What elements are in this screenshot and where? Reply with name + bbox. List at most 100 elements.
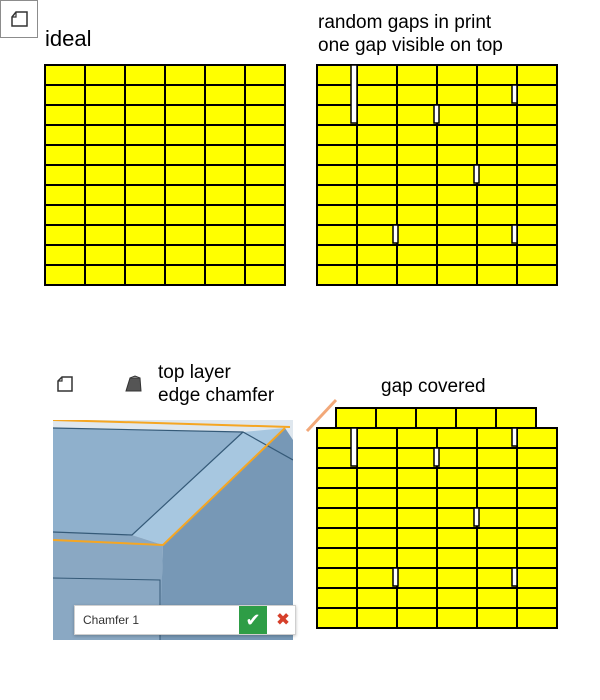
brick <box>436 487 478 509</box>
brick <box>316 507 358 529</box>
brick <box>44 204 86 226</box>
brick <box>436 447 478 469</box>
brick <box>436 427 478 449</box>
brick <box>476 467 518 489</box>
brick <box>396 244 438 266</box>
close-icon: ✖ <box>275 610 291 629</box>
brick <box>244 104 286 126</box>
brick <box>476 184 518 206</box>
brick <box>436 64 478 86</box>
brick <box>316 467 358 489</box>
brick <box>436 467 478 489</box>
brick <box>476 244 518 266</box>
brick <box>44 84 86 106</box>
brick <box>124 124 166 146</box>
chamfer-tool-1-icon[interactable] <box>53 372 77 396</box>
print-gap <box>511 567 518 587</box>
gap-covered-label: gap covered <box>381 376 486 397</box>
brick <box>204 184 246 206</box>
chamfer-dialog: Chamfer 1 ✔ ✖ <box>74 605 296 635</box>
brick <box>316 547 358 569</box>
brick <box>356 264 398 286</box>
brick <box>516 104 558 126</box>
print-gap <box>392 567 399 587</box>
brick <box>204 244 246 266</box>
brick <box>436 224 478 246</box>
brick <box>476 587 518 609</box>
brick <box>44 264 86 286</box>
brick <box>516 587 558 609</box>
brick <box>516 507 558 529</box>
brick <box>436 184 478 206</box>
brick <box>124 164 166 186</box>
cad-right-face <box>160 428 293 640</box>
cancel-button[interactable]: ✖ <box>271 606 295 634</box>
brick <box>356 144 398 166</box>
brick <box>204 124 246 146</box>
brick <box>455 407 497 429</box>
brick <box>356 487 398 509</box>
brick <box>204 144 246 166</box>
brick <box>124 224 166 246</box>
brick <box>244 184 286 206</box>
brick <box>164 204 206 226</box>
chamfer-tool-3-icon[interactable] <box>122 372 146 396</box>
brick <box>396 84 438 106</box>
brick <box>164 144 206 166</box>
brick <box>44 184 86 206</box>
brick <box>476 607 518 629</box>
brick <box>204 164 246 186</box>
brick <box>356 184 398 206</box>
brick <box>316 184 358 206</box>
brick <box>356 567 398 589</box>
brick <box>84 64 126 86</box>
chamfer-label: top layer edge chamfer <box>158 361 274 407</box>
chamfer-line-1: top layer <box>158 362 231 383</box>
brick <box>164 164 206 186</box>
brick <box>124 204 166 226</box>
brick <box>44 124 86 146</box>
ideal-brick-wall <box>44 64 286 286</box>
chamfer-tool-2-selected[interactable] <box>0 0 38 38</box>
brick <box>396 264 438 286</box>
brick <box>436 104 478 126</box>
brick <box>476 567 518 589</box>
brick <box>124 144 166 166</box>
brick <box>164 64 206 86</box>
brick <box>164 264 206 286</box>
covered-brick-wall <box>316 407 558 629</box>
brick <box>244 224 286 246</box>
brick <box>516 204 558 226</box>
brick <box>164 244 206 266</box>
brick <box>396 587 438 609</box>
chamfer-dialog-title: Chamfer 1 <box>83 613 140 627</box>
brick <box>356 527 398 549</box>
brick <box>495 407 537 429</box>
brick <box>244 204 286 226</box>
brick <box>244 164 286 186</box>
brick <box>516 607 558 629</box>
random-gaps-brick-wall <box>316 64 558 286</box>
brick <box>356 64 398 86</box>
random-gaps-line-2: one gap visible on top <box>318 35 503 56</box>
brick <box>516 64 558 86</box>
brick <box>204 264 246 286</box>
brick <box>396 64 438 86</box>
confirm-button[interactable]: ✔ <box>239 606 267 634</box>
print-gap <box>392 224 399 244</box>
brick <box>516 487 558 509</box>
brick <box>244 64 286 86</box>
brick <box>476 527 518 549</box>
brick <box>516 224 558 246</box>
brick <box>396 607 438 629</box>
brick <box>396 124 438 146</box>
brick <box>516 244 558 266</box>
brick <box>316 124 358 146</box>
brick <box>396 204 438 226</box>
brick <box>476 164 518 186</box>
brick <box>516 164 558 186</box>
brick <box>124 244 166 266</box>
brick <box>476 204 518 226</box>
brick <box>396 567 438 589</box>
brick <box>244 264 286 286</box>
